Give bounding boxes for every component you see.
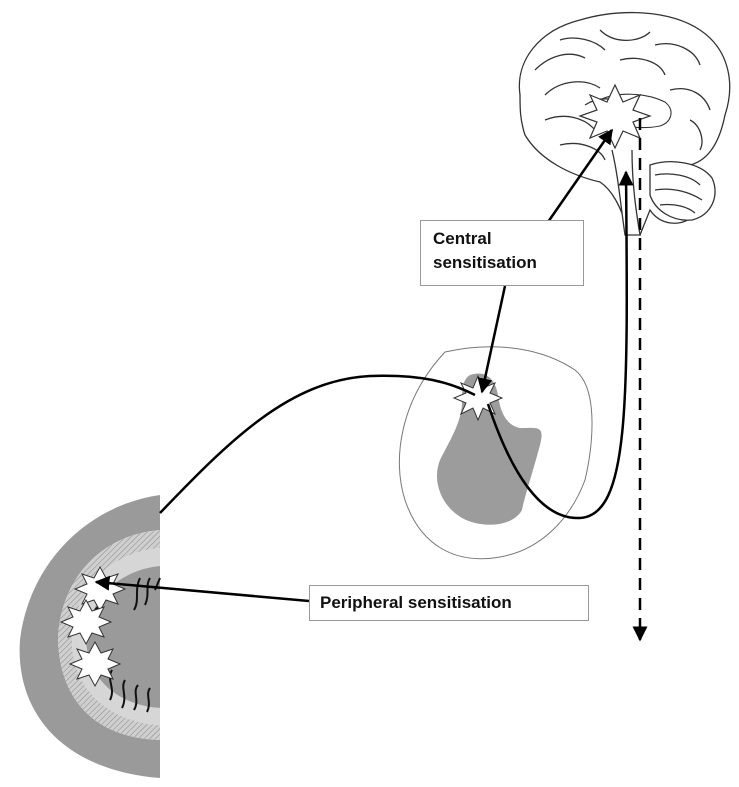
- peripheral-tissue: [20, 495, 160, 778]
- afferent-fibre-path: [160, 376, 475, 513]
- central-arrow-lower: [482, 286, 505, 392]
- spinal-starburst: [454, 376, 502, 420]
- central-label-line2: sensitisation: [433, 251, 571, 275]
- central-sensitisation-label: Central sensitisation: [420, 220, 584, 286]
- peripheral-sensitisation-label: Peripheral sensitisation: [309, 585, 589, 621]
- peripheral-label-text: Peripheral sensitisation: [320, 592, 578, 614]
- central-label-line1: Central: [433, 227, 571, 251]
